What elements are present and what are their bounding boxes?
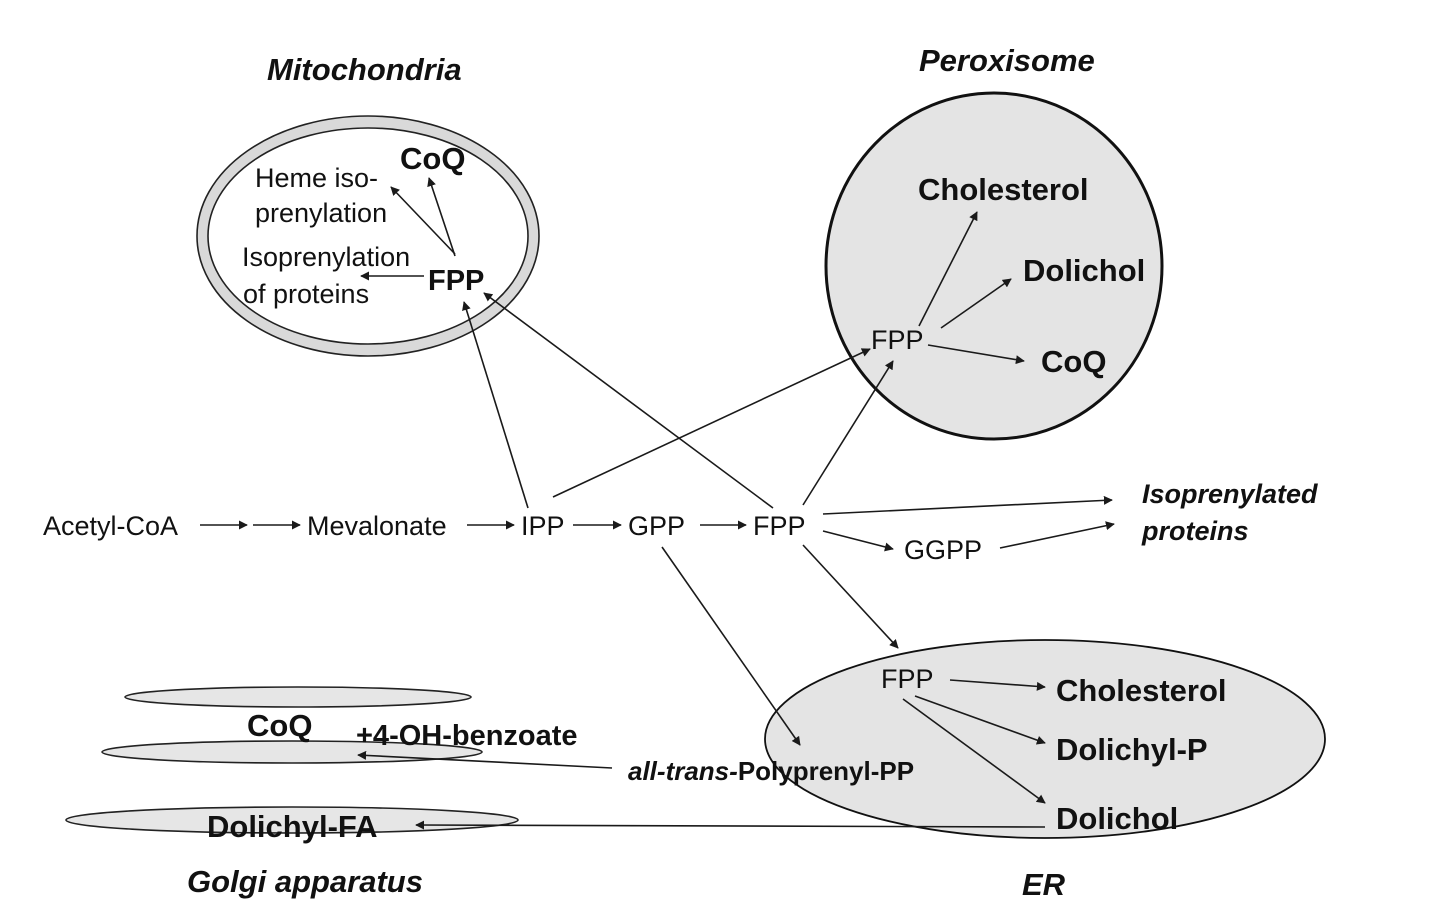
er-dolichyl-p-label: Dolichyl-P bbox=[1056, 732, 1208, 767]
perox-cholesterol-label: Cholesterol bbox=[918, 172, 1089, 207]
mito-heme-label-2: prenylation bbox=[255, 198, 387, 228]
isoprenylated-label-2: proteins bbox=[1141, 516, 1249, 546]
arrow-dolichol-to-dolichyl-fa bbox=[415, 820, 1046, 830]
acetyl-coa-label: Acetyl-CoA bbox=[43, 511, 178, 541]
er-fpp-label: FPP bbox=[881, 664, 934, 694]
perox-fpp-label: FPP bbox=[871, 325, 924, 355]
arrow-fpp-to-perox-fpp bbox=[802, 360, 894, 506]
peroxisome-title: Peroxisome bbox=[919, 43, 1095, 78]
arrow-er-fpp-to-dolichyl-p bbox=[914, 695, 1046, 745]
mito-heme-label-1: Heme iso- bbox=[255, 163, 378, 193]
er-title: ER bbox=[1022, 867, 1066, 902]
arrow-ggpp-to-isoprenylated bbox=[999, 521, 1115, 549]
er-dolichol-label: Dolichol bbox=[1056, 801, 1178, 836]
er-cholesterol-label: Cholesterol bbox=[1056, 673, 1227, 708]
gpp-label: GPP bbox=[628, 511, 685, 541]
golgi-stack-3 bbox=[65, 806, 519, 834]
mito-isoprenylation-label-1: Isoprenylation bbox=[242, 242, 410, 272]
arrow-er-fpp-to-dolichol bbox=[902, 698, 1046, 804]
polyprenyl-italic-prefix: all-trans- bbox=[628, 756, 738, 786]
isoprenylated-label-1: Isoprenylated bbox=[1142, 479, 1318, 509]
mito-isoprenylation-label-2: of proteins bbox=[243, 279, 369, 309]
arrow-fpp-to-ggpp bbox=[822, 530, 894, 552]
arrow-mito-fpp-to-heme bbox=[390, 186, 456, 255]
arrow-perox-fpp-to-dolichol bbox=[940, 278, 1012, 329]
mitochondria-inner-membrane bbox=[207, 127, 529, 345]
ggpp-label: GGPP bbox=[904, 535, 982, 565]
arrow-mito-fpp-to-coq bbox=[427, 177, 456, 257]
golgi-stack-2 bbox=[101, 740, 483, 764]
arrow-perox-fpp-to-cholesterol bbox=[918, 211, 978, 327]
arrow-fpp-to-mito-fpp bbox=[483, 292, 774, 509]
arrow-polyprenyl-to-golgi-coq bbox=[357, 750, 613, 769]
perox-dolichol-label: Dolichol bbox=[1023, 253, 1145, 288]
mito-coq-label: CoQ bbox=[400, 141, 465, 176]
golgi-coq-label: CoQ bbox=[247, 708, 312, 743]
golgi-stack-1 bbox=[124, 686, 472, 708]
peroxisome-membrane bbox=[824, 91, 1164, 441]
mevalonate-label: Mevalonate bbox=[307, 511, 447, 541]
mitochondria-title: Mitochondria bbox=[267, 52, 462, 87]
fpp-label: FPP bbox=[753, 511, 806, 541]
arrow-perox-fpp-to-coq bbox=[927, 344, 1025, 365]
arrow-ipp-to-mito-fpp bbox=[462, 301, 529, 509]
arrow-fpp-to-isoprenylated bbox=[822, 495, 1113, 515]
polyprenyl-pp-label: all-trans-Polyprenyl-PP bbox=[628, 756, 914, 786]
perox-coq-label: CoQ bbox=[1041, 344, 1106, 379]
arrow-gpp-to-polyprenyl bbox=[661, 546, 801, 746]
arrow-ipp-to-perox-fpp bbox=[552, 348, 871, 498]
ipp-label: IPP bbox=[521, 511, 565, 541]
polyprenyl-name: Polyprenyl-PP bbox=[738, 756, 914, 786]
mito-fpp-label: FPP bbox=[428, 265, 484, 297]
golgi-benzoate-label: +4-OH-benzoate bbox=[356, 720, 578, 752]
er-membrane bbox=[764, 639, 1326, 839]
golgi-dolichyl-fa-label: Dolichyl-FA bbox=[207, 809, 378, 844]
arrow-er-fpp-to-cholesterol bbox=[949, 679, 1046, 691]
arrow-fpp-to-er-fpp bbox=[802, 544, 899, 649]
golgi-title: Golgi apparatus bbox=[187, 864, 423, 899]
